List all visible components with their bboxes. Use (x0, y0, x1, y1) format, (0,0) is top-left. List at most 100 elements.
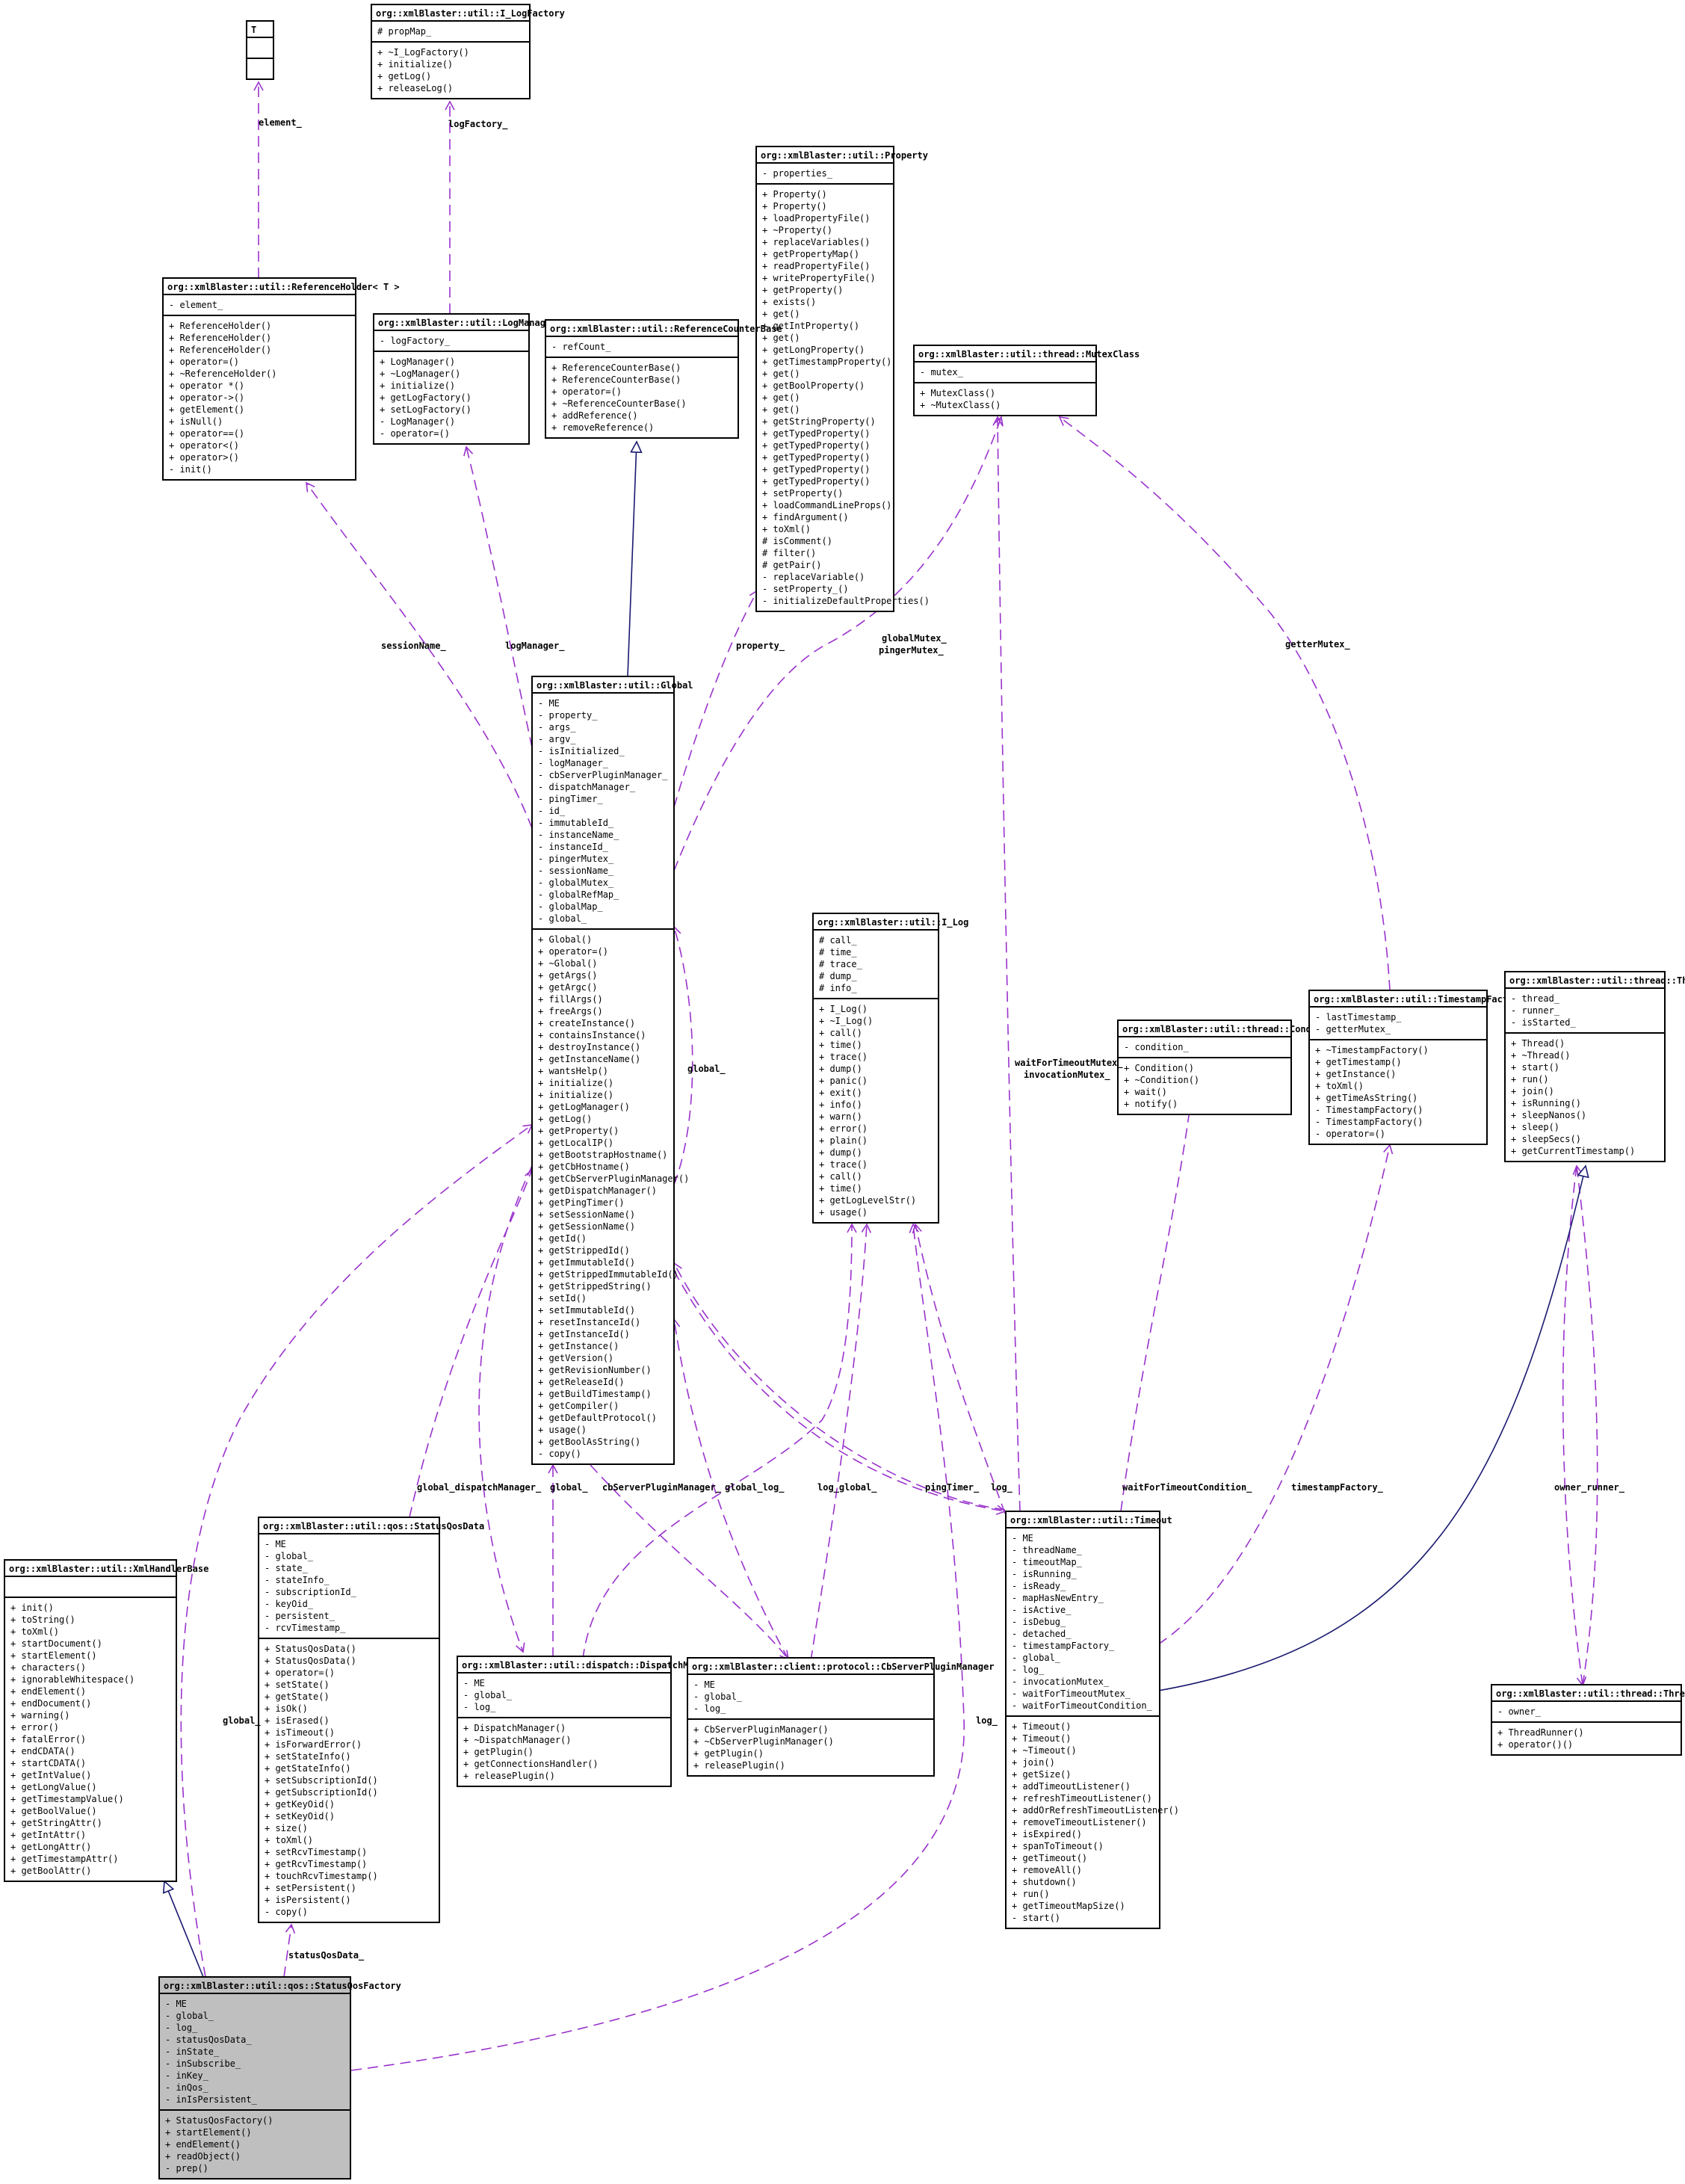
class-attribute: - refCount_ (551, 342, 611, 352)
class-method: + getPlugin() (693, 1748, 764, 1759)
class-method: + ~Property() (762, 225, 832, 235)
class-method: # filter() (762, 548, 816, 558)
class-box-statusqosfactory: org::xmlBlaster::util::qos::StatusQosFac… (158, 1976, 401, 2180)
class-method: + getLongValue() (10, 1782, 97, 1792)
class-method: + initialize() (538, 1090, 613, 1100)
class-rect (246, 20, 274, 80)
class-method: + error() (819, 1123, 868, 1134)
class-name: org::xmlBlaster::util::ReferenceHolder< … (167, 282, 400, 292)
class-attribute: - property_ (538, 710, 598, 721)
edge-label: global_dispatchManager_ (417, 1482, 542, 1493)
class-method: + exit() (819, 1088, 862, 1098)
class-method: + setProperty() (762, 488, 843, 499)
class-method: + characters() (10, 1662, 86, 1673)
class-method: - copy() (538, 1449, 581, 1459)
class-method: + MutexClass() (920, 388, 995, 398)
class-method: + addReference() (551, 410, 638, 421)
class-method: + toXml() (1315, 1081, 1364, 1091)
class-box-thread: org::xmlBlaster::util::thread::Thread- t… (1504, 971, 1685, 1162)
class-rect (457, 1656, 672, 1787)
class-box-ilog: org::xmlBlaster::util::I_Log# call_# tim… (812, 913, 968, 1224)
class-box-logmanager: org::xmlBlaster::util::LogManager- logFa… (373, 313, 556, 445)
class-name: org::xmlBlaster::util::XmlHandlerBase (9, 1564, 208, 1574)
class-method: + getId() (538, 1233, 587, 1244)
class-method: + run() (1012, 1889, 1050, 1899)
edge-labels-layer: element_ logFactory_ sessionName_ logMan… (223, 117, 1625, 1961)
class-attribute: - inState_ (165, 2046, 220, 2057)
class-method: + getTypedProperty() (762, 452, 871, 463)
class-method: + getLog() (377, 71, 431, 81)
class-method: + getStrippedId() (538, 1245, 630, 1256)
class-method: + releasePlugin() (693, 1760, 785, 1771)
class-name: org::xmlBlaster::util::thread::Thread (1509, 975, 1685, 986)
class-attribute: - isReady_ (1012, 1581, 1066, 1591)
class-attribute: - ME (1012, 1533, 1033, 1543)
edge-global-dispatch (478, 1165, 533, 1653)
class-method: + error() (10, 1722, 59, 1733)
class-box-threadrunner: org::xmlBlaster::util::thread::ThreadRun… (1491, 1684, 1685, 1756)
class-method: + endElement() (165, 2139, 241, 2150)
class-attribute: - properties_ (762, 168, 833, 179)
class-attribute: - log_ (165, 2023, 198, 2033)
class-method: + getCbServerPluginManager() (538, 1173, 689, 1184)
class-attribute: - dispatchManager_ (538, 782, 636, 792)
class-rect (755, 146, 894, 612)
class-method: + operator<() (169, 440, 239, 451)
class-method: + getLocalIP() (538, 1138, 613, 1148)
class-method: + dump() (819, 1147, 862, 1158)
class-method: + setRcvTimestamp() (265, 1847, 367, 1857)
edge-global-cbserver (590, 1464, 790, 1661)
class-method: + wait() (1124, 1087, 1167, 1097)
class-method: + toString() (10, 1614, 75, 1625)
edge-sqf-log (350, 1223, 965, 2071)
edge-label: statusQosData_ (288, 1950, 365, 1961)
edge-inherit-xmlhandler (164, 1881, 204, 1978)
class-method: + Global() (538, 934, 592, 945)
class-attribute: - runner_ (1511, 1005, 1560, 1016)
class-method: - LogManager() (380, 416, 455, 427)
class-method: + releasePlugin() (463, 1771, 555, 1781)
class-method: + getBoolValue() (10, 1806, 97, 1816)
class-method: + ReferenceHolder() (169, 333, 271, 343)
edge-logmanager (463, 445, 533, 748)
edge-dispatch-log (582, 1223, 857, 1660)
class-attribute: # trace_ (819, 959, 863, 969)
class-method: + wantsHelp() (538, 1066, 608, 1076)
class-method: + initialize() (377, 59, 453, 70)
class-attribute: # call_ (819, 935, 857, 946)
class-method: + LogManager() (380, 357, 455, 367)
edge-timestampfactory (1157, 1144, 1394, 1645)
class-method: + refreshTimeoutListener() (1012, 1793, 1152, 1804)
class-attribute: - global_ (538, 913, 587, 924)
class-method: + getArgs() (538, 970, 597, 981)
class-method: - initializeDefaultProperties() (762, 596, 930, 606)
class-method: + info() (819, 1099, 862, 1110)
class-method: + ~I_LogFactory() (377, 47, 469, 58)
class-attribute: - sessionName_ (538, 866, 614, 876)
class-method: + startCDATA() (10, 1758, 86, 1768)
class-method: + removeAll() (1012, 1865, 1082, 1875)
class-method: + get() (762, 333, 800, 343)
class-method: + destroyInstance() (538, 1042, 640, 1052)
class-box-refholder: org::xmlBlaster::util::ReferenceHolder< … (162, 277, 400, 481)
class-attribute: - id_ (538, 806, 566, 816)
class-method: + size() (265, 1823, 308, 1833)
class-rect (158, 1976, 351, 2180)
class-name: org::xmlBlaster::util::thread::ThreadRun… (1496, 1688, 1685, 1699)
class-method: + getLogManager() (538, 1102, 630, 1112)
class-method: + start() (1511, 1062, 1559, 1073)
class-method: + getDispatchManager() (538, 1185, 657, 1196)
class-method: - operator=() (380, 428, 450, 439)
class-method: + operator *() (169, 380, 244, 391)
class-method: + I_Log() (819, 1004, 868, 1014)
class-method: + getLogLevelStr() (819, 1195, 916, 1206)
class-method: + get() (762, 392, 800, 403)
class-attribute: - lastTimestamp_ (1315, 1012, 1402, 1022)
class-method: + containsInstance() (538, 1030, 646, 1040)
class-method: + getRcvTimestamp() (265, 1859, 367, 1869)
class-method: + getSubscriptionId() (265, 1787, 378, 1798)
class-method: + StatusQosData() (265, 1644, 356, 1654)
class-method: + removeTimeoutListener() (1012, 1817, 1147, 1827)
class-method: + ~Global() (538, 958, 597, 969)
class-method: + getReleaseId() (538, 1377, 625, 1387)
